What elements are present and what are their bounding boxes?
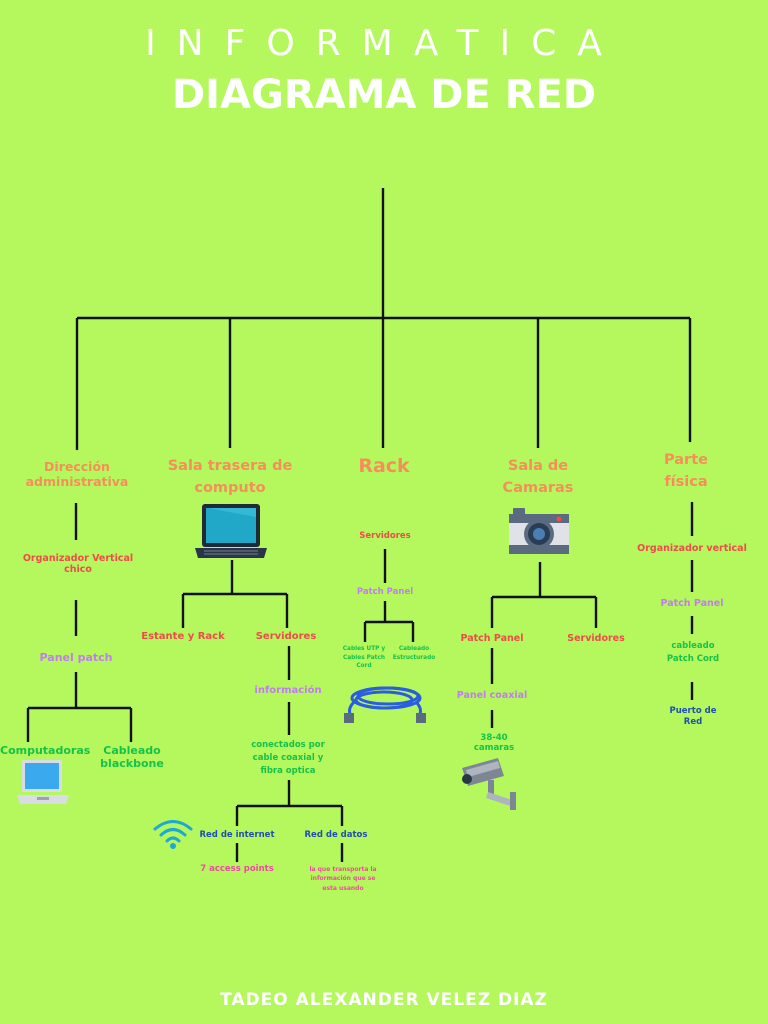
parte-fisica-organizador: Organizador vertical — [637, 543, 747, 554]
sala-trasera-estante: Estante y Rack — [141, 631, 225, 642]
wifi-icon — [153, 820, 193, 849]
header-subtitle: DIAGRAMA DE RED — [171, 72, 597, 118]
branch-sala-trasera-label: Sala trasera de computo — [167, 458, 293, 497]
direccion-computadoras: Computadoras — [0, 744, 91, 757]
camaras-panel-coaxial: Panel coaxial — [456, 690, 528, 701]
rack-patch-panel: Patch Panel — [356, 587, 414, 597]
camaras-servidores: Servidores — [567, 633, 625, 644]
red-datos-description: la que transporta la información que se … — [309, 866, 377, 892]
network-cable-icon — [344, 686, 426, 723]
branch-sala-camaras-label: Sala de Camaras — [502, 458, 574, 497]
branch-rack-label: Rack — [358, 455, 410, 477]
branch-direccion-label: Dirección administrativa — [25, 459, 129, 489]
access-points-label: 7 access points — [200, 864, 274, 874]
footer-author: TADEO ALEXANDER VELEZ DIAZ — [220, 990, 548, 1010]
security-camera-icon — [462, 758, 516, 810]
direccion-cableado: Cableado blackbone — [100, 744, 164, 771]
parte-fisica-puerto: Puerto de Red — [669, 706, 717, 728]
red-datos-label: Red de datos — [304, 830, 368, 840]
red-internet-label: Red de internet — [199, 830, 275, 840]
sala-trasera-informacion: información — [254, 685, 322, 696]
laptop-icon — [17, 760, 69, 804]
header-title: INFORMATICA — [145, 23, 623, 64]
rack-cables-utp: Cables UTP y Cables Patch Cord — [342, 646, 386, 670]
rack-cableado-estructurado: Cableado Estructurado — [392, 646, 436, 661]
parte-fisica-patch-panel: Patch Panel — [660, 598, 724, 609]
rack-servidores: Servidores — [359, 531, 411, 541]
sala-trasera-conectados: conectados por cable coaxial y fibra opt… — [251, 740, 325, 776]
direccion-organizador: Organizador Vertical chico — [22, 553, 134, 576]
parte-fisica-cableado: cableado Patch Cord — [666, 641, 720, 664]
direccion-panel-patch: Panel patch — [39, 651, 113, 664]
sala-trasera-servidores: Servidores — [255, 631, 317, 642]
camaras-patch-panel: Patch Panel — [460, 633, 524, 644]
camera-icon — [509, 508, 569, 554]
camaras-count: 38-40 camaras — [473, 733, 515, 754]
laptop-icon — [195, 504, 267, 558]
branch-parte-fisica-label: Parte física — [664, 452, 708, 491]
